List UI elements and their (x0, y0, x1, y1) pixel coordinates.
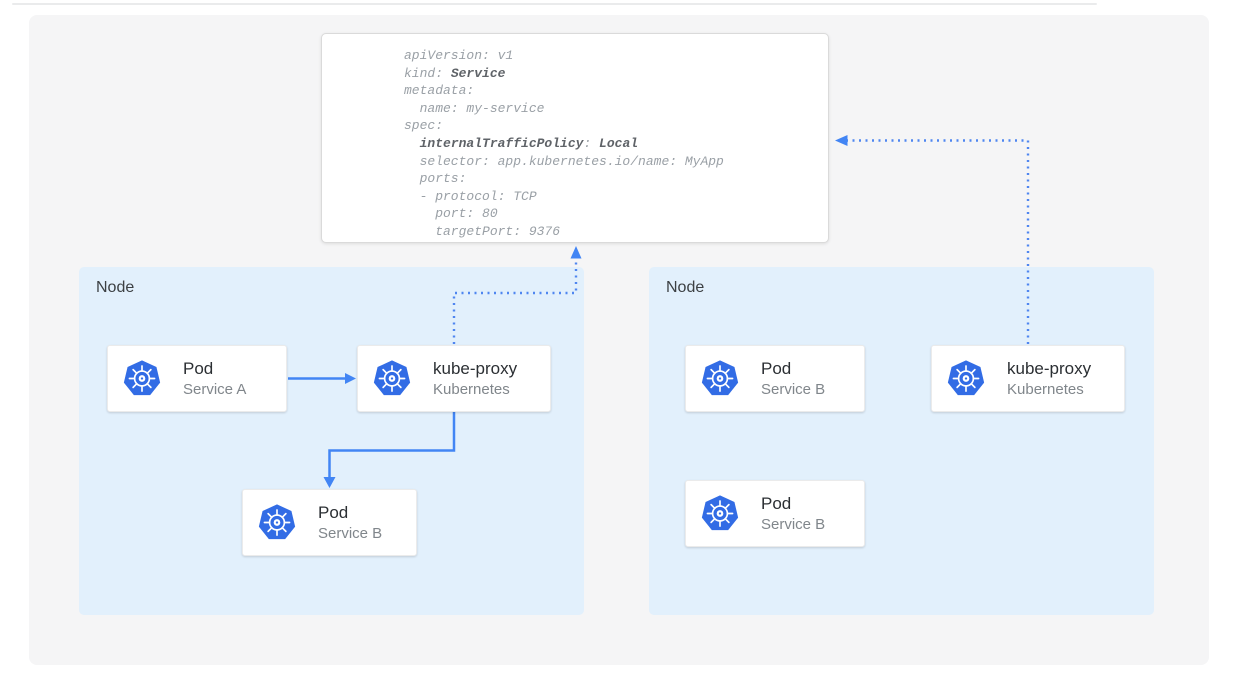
card-title: kube-proxy (433, 358, 518, 378)
node-box-right: Node (649, 267, 1154, 615)
kube-proxy-card-left: kube-proxy Kubernetes (357, 345, 551, 412)
kubernetes-icon (258, 504, 296, 541)
pod-card-service-b-right-top: Pod Service B (685, 345, 865, 412)
kubernetes-icon (701, 360, 739, 397)
kube-proxy-card-right: kube-proxy Kubernetes (931, 345, 1125, 412)
pod-card-service-b-right-bottom: Pod Service B (685, 480, 865, 547)
node-label: Node (96, 279, 135, 296)
card-subtitle: Service B (318, 524, 383, 542)
card-subtitle: Service B (761, 380, 826, 398)
kubernetes-icon (947, 360, 985, 397)
card-subtitle: Service B (761, 515, 826, 533)
card-title: kube-proxy (1007, 358, 1092, 378)
node-label: Node (666, 279, 705, 296)
card-title: Pod (183, 358, 214, 378)
kubernetes-icon (701, 495, 739, 532)
card-subtitle: Kubernetes (1007, 380, 1084, 398)
kubernetes-icon (123, 360, 161, 397)
node-box-left: Node (79, 267, 584, 615)
card-title: Pod (761, 493, 792, 513)
kubernetes-icon (373, 360, 411, 397)
card-subtitle: Kubernetes (433, 380, 510, 398)
card-subtitle: Service A (183, 380, 247, 398)
pod-card-service-a: Pod Service A (107, 345, 287, 412)
pod-card-service-b-left: Pod Service B (242, 489, 417, 556)
card-title: Pod (318, 502, 349, 522)
top-divider (12, 3, 1097, 5)
card-title: Pod (761, 358, 792, 378)
